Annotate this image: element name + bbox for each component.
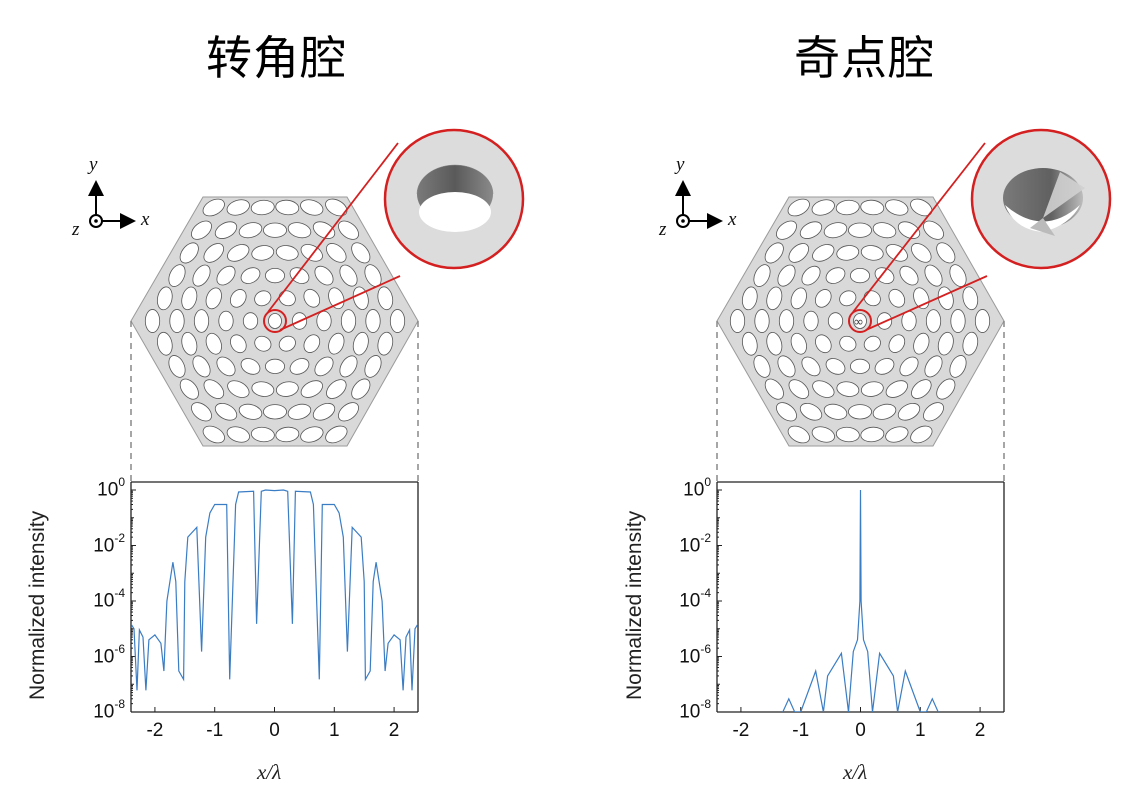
intensity-curve-left	[131, 489, 418, 691]
y-tick-label: 100	[97, 475, 125, 501]
x-tick-label: 0	[855, 720, 866, 741]
x-axis-title-left: x/λ	[257, 760, 282, 784]
zoom-callout-left	[263, 128, 525, 333]
x-tick-label: 0	[269, 720, 280, 741]
coord-label-z-right: z	[659, 219, 667, 240]
y-tick-label: 10-4	[679, 586, 711, 612]
x-tick-label: -1	[206, 720, 224, 741]
chart-left	[130, 481, 419, 713]
y-tick-label: 10-8	[93, 697, 125, 723]
x-tick-label: -2	[146, 720, 164, 741]
y-tick-label: 10-2	[93, 530, 125, 556]
panel-title-left: 转角腔	[206, 31, 347, 85]
coord-label-y-left: y	[89, 154, 98, 175]
y-tick-label: 100	[683, 475, 711, 501]
x-tick-label: 2	[388, 720, 400, 741]
y-axis-title-left: Normalized intensity	[26, 510, 49, 700]
intensity-curve-right	[782, 489, 939, 712]
photonic-crystal-hexagon-right	[716, 196, 1005, 447]
y-tick-label: 10-6	[93, 641, 125, 667]
zoom-callout-right: ∞	[848, 128, 1112, 333]
svg-text:∞: ∞	[853, 315, 864, 330]
y-tick-label: 10-6	[679, 641, 711, 667]
x-tick-label: 2	[974, 720, 986, 741]
photonic-crystal-hexagon-left	[130, 196, 419, 447]
coord-axes-right	[675, 180, 723, 229]
chart-right	[716, 481, 1005, 713]
coord-label-y-right: y	[676, 154, 685, 175]
x-axis-title-right: x/λ	[843, 760, 868, 784]
panel-title-right: 奇点腔	[794, 31, 935, 85]
x-tick-label: 1	[914, 720, 926, 741]
x-tick-label: -1	[792, 720, 810, 741]
y-tick-label: 10-8	[679, 697, 711, 723]
x-tick-label: 1	[328, 720, 340, 741]
coord-label-z-left: z	[72, 219, 80, 240]
coord-label-x-left: x	[141, 209, 150, 230]
coord-axes-left	[88, 180, 136, 229]
coord-label-x-right: x	[728, 209, 737, 230]
y-axis-title-right: Normalized intensity	[623, 510, 646, 700]
y-tick-label: 10-4	[93, 586, 125, 612]
x-tick-label: -2	[732, 720, 750, 741]
y-tick-label: 10-2	[679, 530, 711, 556]
